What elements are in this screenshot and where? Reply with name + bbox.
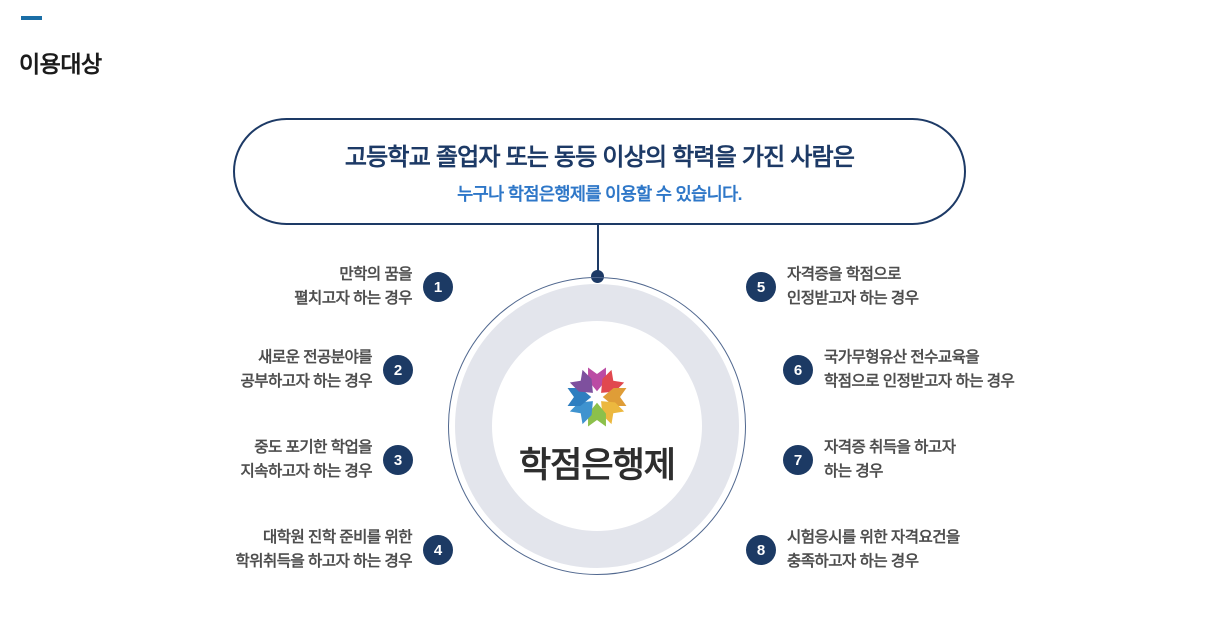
list-item-8: 8 시험응시를 위한 자격요건을 충족하고자 하는 경우 <box>746 524 960 576</box>
connector-line <box>597 225 599 271</box>
number-badge-2: 2 <box>383 355 413 385</box>
eligibility-banner: 고등학교 졸업자 또는 동등 이상의 학력을 가진 사람은 누구나 학점은행제를… <box>233 118 966 225</box>
item-text: 자격증을 학점으로 인정받고자 하는 경우 <box>787 266 919 307</box>
item-text: 시험응시를 위한 자격요건을 충족하고자 하는 경우 <box>787 529 960 570</box>
center-circle-outline <box>448 277 746 575</box>
number-badge-8: 8 <box>746 535 776 565</box>
item-text: 중도 포기한 학업을 지속하고자 하는 경우 <box>240 439 373 480</box>
item-text: 만학의 꿈을 펼치고자 하는 경우 <box>294 266 412 307</box>
item-text: 대학원 진학 준비를 위한 학위취득을 하고자 하는 경우 <box>235 529 412 570</box>
center-logo-group: 학점은행제 <box>448 277 746 575</box>
number-badge-6: 6 <box>783 355 813 385</box>
list-item-1: 만학의 꿈을 펼치고자 하는 경우 1 <box>294 261 453 313</box>
section-accent-dash <box>21 16 42 20</box>
item-text: 새로운 전공분야를 공부하고자 하는 경우 <box>240 349 373 390</box>
item-text: 자격증 취득을 하고자 하는 경우 <box>824 439 956 480</box>
list-item-2: 새로운 전공분야를 공부하고자 하는 경우 2 <box>241 344 413 396</box>
list-item-4: 대학원 진학 준비를 위한 학위취득을 하고자 하는 경우 4 <box>235 524 453 576</box>
number-badge-4: 4 <box>423 535 453 565</box>
flower-rosette-icon <box>567 367 627 426</box>
banner-subtitle: 누구나 학점은행제를 이용할 수 있습니다. <box>457 184 742 204</box>
number-badge-1: 1 <box>423 272 453 302</box>
page-title: 이용대상 <box>19 51 102 78</box>
number-badge-5: 5 <box>746 272 776 302</box>
number-badge-7: 7 <box>783 445 813 475</box>
list-item-5: 5 자격증을 학점으로 인정받고자 하는 경우 <box>746 261 919 313</box>
list-item-6: 6 국가무형유산 전수교육을 학점으로 인정받고자 하는 경우 <box>783 344 1015 396</box>
banner-title: 고등학교 졸업자 또는 동등 이상의 학력을 가진 사람은 <box>344 144 855 171</box>
list-item-3: 중도 포기한 학업을 지속하고자 하는 경우 3 <box>241 434 413 486</box>
center-label: 학점은행제 <box>518 445 676 485</box>
item-text: 국가무형유산 전수교육을 학점으로 인정받고자 하는 경우 <box>824 349 1015 390</box>
list-item-7: 7 자격증 취득을 하고자 하는 경우 <box>783 434 956 486</box>
number-badge-3: 3 <box>383 445 413 475</box>
